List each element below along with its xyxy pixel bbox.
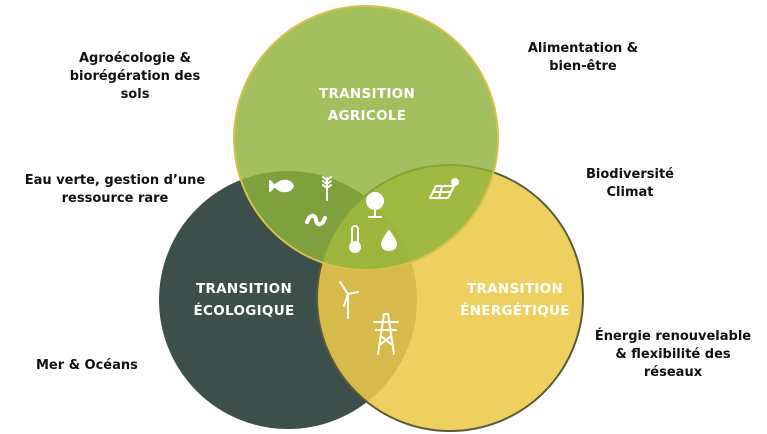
wind-turbine-icon [339, 281, 359, 319]
label-mer-line1: Mer & Océans [36, 358, 138, 373]
label-agroecologie-line2: biorégération des [69, 69, 201, 84]
label-alimentation-line2: bien-être [549, 59, 617, 74]
label-mer: Mer & Océans [36, 357, 138, 375]
label-eau: Eau verte, gestion d’une ressource rare [15, 172, 215, 208]
label-alimentation-line1: Alimentation & [527, 41, 639, 56]
fish-icon [269, 179, 294, 193]
label-eau-line1: Eau verte, gestion d’une [24, 173, 206, 188]
label-biodiversite: Biodiversité Climat [575, 166, 685, 202]
title-agricole: TRANSITION AGRICOLE [316, 83, 418, 127]
title-ecologique: TRANSITION ÉCOLOGIQUE [189, 278, 299, 322]
circle-agricole [233, 5, 499, 271]
worm-icon [305, 213, 327, 227]
label-alimentation: Alimentation & bien-être [518, 40, 648, 76]
label-agroecologie: Agroécologie & biorégération des sols [50, 50, 220, 104]
title-agricole-line2: AGRICOLE [327, 108, 407, 124]
title-energetique: TRANSITION ÉNERGÉTIQUE [456, 278, 574, 322]
tree-icon [366, 192, 384, 218]
power-pylon-icon [373, 313, 399, 355]
label-biodiversite-line2: Climat [606, 185, 654, 200]
title-energetique-line1: TRANSITION [466, 281, 564, 297]
label-agroecologie-line3: sols [120, 87, 150, 102]
title-ecologique-line2: ÉCOLOGIQUE [193, 303, 295, 319]
label-agroecologie-line1: Agroécologie & [79, 51, 191, 66]
label-energie-line1: Énergie renouvelable [594, 329, 752, 344]
label-energie: Énergie renouvelable & flexibilité des r… [588, 328, 758, 382]
title-ecologique-line1: TRANSITION [195, 281, 293, 297]
label-energie-line3: réseaux [643, 365, 703, 380]
title-energetique-line2: ÉNERGÉTIQUE [460, 303, 570, 319]
wheat-icon [322, 176, 332, 201]
label-energie-line2: & flexibilité des [615, 347, 731, 362]
label-biodiversite-line1: Biodiversité [586, 167, 674, 182]
label-eau-line2: ressource rare [61, 191, 169, 206]
solar-panel-icon [429, 178, 459, 199]
title-agricole-line1: TRANSITION [318, 86, 416, 102]
thermometer-icon [349, 225, 361, 253]
water-drop-icon [381, 230, 397, 251]
